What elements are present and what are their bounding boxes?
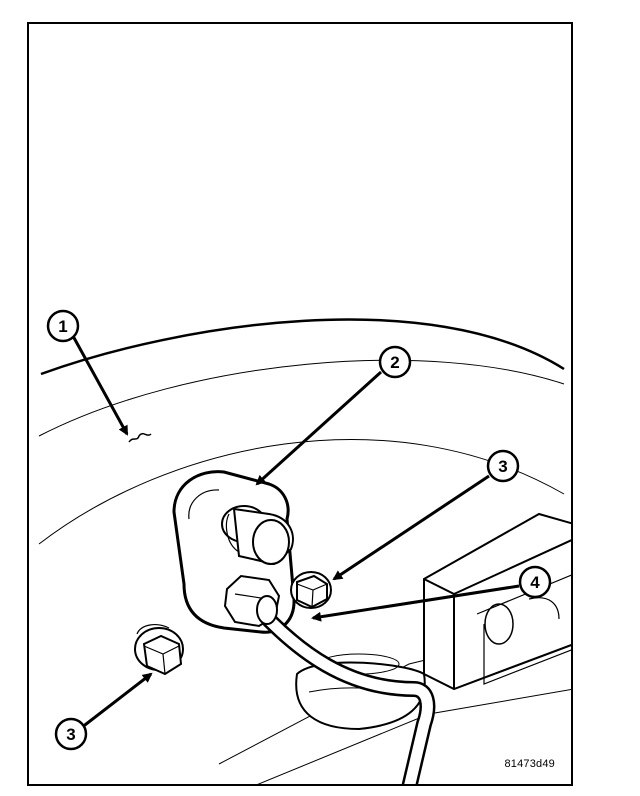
callout-1-target-mark	[128, 432, 152, 443]
connector-nut	[223, 574, 281, 628]
svg-text:2: 2	[390, 353, 399, 372]
leader-3-lower	[80, 672, 153, 730]
svg-text:3: 3	[498, 457, 507, 476]
callout-3-upper: 3	[486, 449, 520, 483]
svg-text:1: 1	[58, 317, 67, 336]
bumper-fascia	[38, 318, 565, 545]
leader-3-upper	[332, 474, 490, 581]
technical-illustration: 1 2 3 4 3	[38, 309, 571, 784]
callout-3-lower: 3	[54, 717, 88, 751]
bolt-lower	[134, 624, 184, 676]
callout-leaders	[71, 335, 520, 730]
figure-frame: 1 2 3 4 3 81473d49	[27, 22, 573, 786]
bolt-upper	[290, 571, 332, 609]
mounting-box	[423, 512, 571, 691]
leader-4	[311, 584, 520, 622]
figure-id-label: 81473d49	[504, 758, 555, 770]
svg-text:4: 4	[530, 573, 540, 592]
callout-4: 4	[518, 565, 552, 599]
leader-1	[71, 335, 129, 436]
callout-2: 2	[378, 345, 412, 379]
svg-text:3: 3	[66, 725, 75, 744]
leader-2	[255, 370, 383, 486]
harness	[246, 596, 436, 784]
callout-1: 1	[46, 309, 80, 343]
